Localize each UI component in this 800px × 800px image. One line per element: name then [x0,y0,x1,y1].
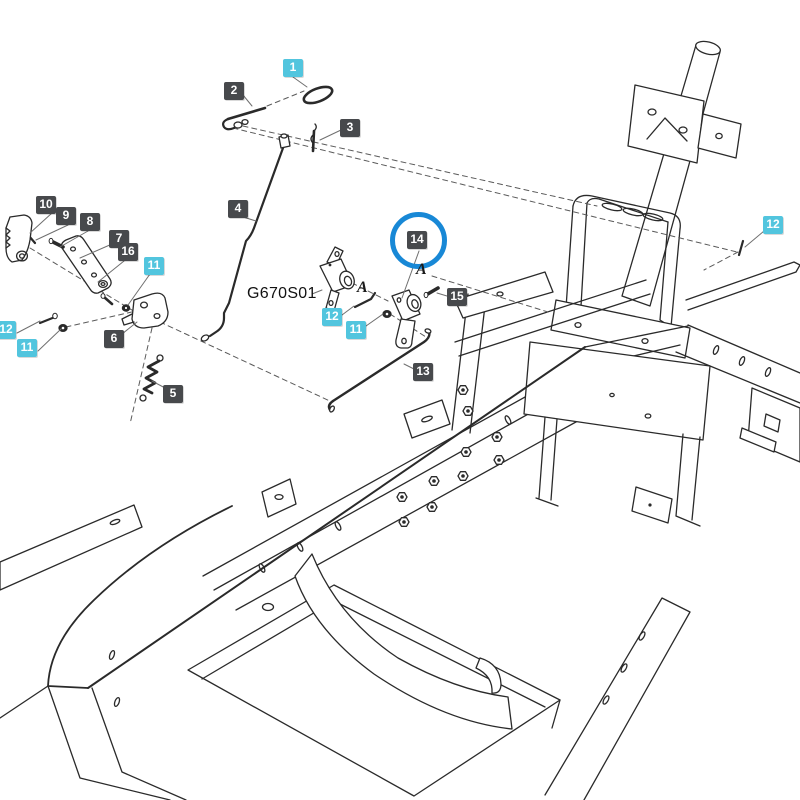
part-callout-11[interactable]: 11 [144,257,164,275]
part-callout-9[interactable]: 9 [56,207,76,225]
part-callout-12[interactable]: 12 [322,308,342,326]
part-callout-14[interactable]: 14 [407,231,427,249]
part-callout-11[interactable]: 11 [17,339,37,357]
part-toothed-sector [5,214,33,263]
part-callout-13[interactable]: 13 [413,363,433,381]
section-marker-a: A [357,279,368,296]
part-callout-11[interactable]: 11 [346,321,366,339]
part-right-pin [737,239,745,257]
part-callout-8[interactable]: 8 [80,213,100,231]
part-callout-12[interactable]: 12 [763,216,783,234]
part-grip [302,85,334,105]
part-bushing-assembly-b [391,289,422,349]
part-bellcrank [121,292,169,329]
part-code-label: G670S01 [247,285,317,302]
highlight-circle [390,212,447,269]
part-callout-3[interactable]: 3 [340,119,360,137]
section-marker-a: A [416,261,427,278]
part-callout-4[interactable]: 4 [228,200,248,218]
part-bolt-washer [100,293,131,312]
part-callout-15[interactable]: 15 [447,288,467,306]
part-lift-rod [200,133,291,342]
exploded-parts [5,85,745,413]
part-callout-6[interactable]: 6 [104,330,124,348]
part-centre-pin-washer [353,291,392,319]
part-lever [222,106,267,131]
part-callout-16[interactable]: 16 [118,243,138,261]
chassis-frame [0,40,800,800]
part-spring [139,354,164,402]
part-callout-12[interactable]: 12 [0,321,16,339]
part-callout-5[interactable]: 5 [163,385,183,403]
part-link-rod [327,328,432,413]
part-left-bolt-washer [38,312,68,333]
part-callout-2[interactable]: 2 [224,82,244,100]
part-plate [60,235,112,294]
part-callout-1[interactable]: 1 [283,59,303,77]
part-bushing-assembly-a [319,246,355,312]
part-callout-10[interactable]: 10 [36,196,56,214]
part-clip-pin [310,123,317,153]
